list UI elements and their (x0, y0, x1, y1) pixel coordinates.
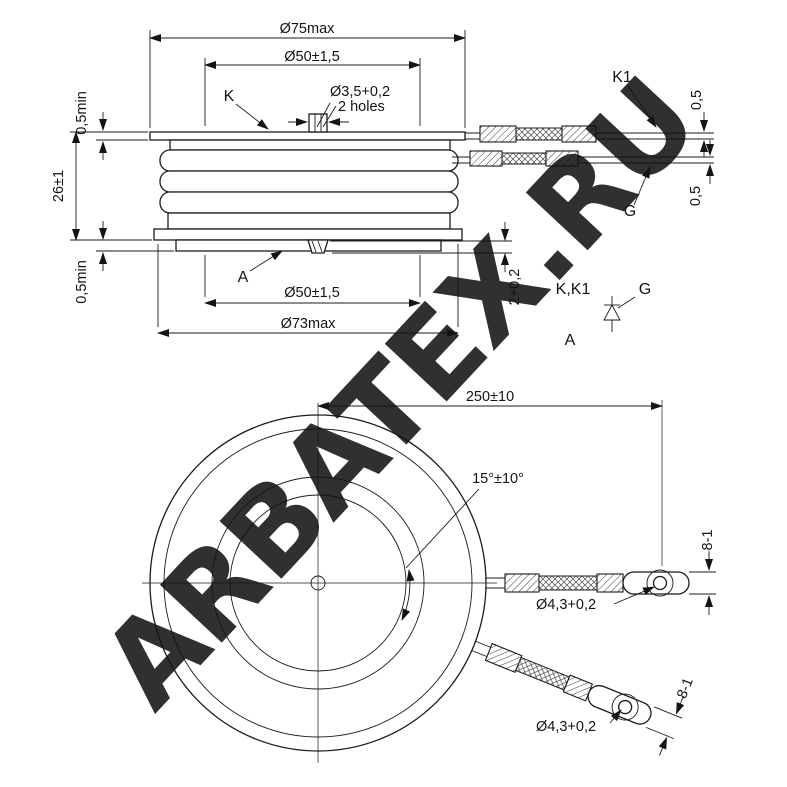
angle-arc (401, 569, 415, 621)
dim-d73max-label: Ø73max (281, 316, 337, 332)
symbol-anode-label: A (565, 332, 576, 349)
height-dim-label: 26±1 (51, 170, 67, 202)
symbol-gate-label: G (639, 281, 651, 298)
anode-label: A (238, 269, 249, 286)
terminal-hole (652, 575, 668, 591)
terminal-width-dim-2-label: 8-1 (674, 676, 697, 701)
braided-wire (515, 656, 570, 691)
hole-diameter-label: Ø3,5+0,2 (330, 84, 390, 100)
holes-count-label: 2 holes (338, 99, 385, 115)
cathode-lead (465, 125, 688, 143)
crimp-ferrule (504, 573, 540, 593)
k1-label: K1 (612, 69, 632, 86)
lead-thickness-top-label: 0,5 (689, 90, 705, 110)
gate-label: G (624, 203, 636, 220)
stud-height-label: 2+0,2 (507, 269, 523, 306)
dim-d50-top-label: Ø50±1,5 (284, 49, 340, 65)
length-dim-label: 250±10 (466, 389, 514, 405)
plan-view: 250±10 8-1 Ø4,3+0,2 (142, 389, 716, 763)
crimp-ferrule (469, 150, 503, 167)
dim-d75max-label: Ø75max (280, 21, 336, 37)
thyristor-triangle (603, 304, 621, 321)
gap-top-dim-label: 0,5min (74, 91, 90, 135)
gap-bottom-dim-label: 0,5min (74, 260, 90, 304)
angle-dim-label: 15°±10° (472, 471, 524, 487)
crimp-ferrule (479, 125, 517, 143)
side-view-dimensions (70, 30, 714, 337)
flexible-lead-horizontal (486, 551, 716, 615)
side-view: Ø75max Ø50±1,5 Ø3,5+0,2 2 holes K 0,5min… (51, 21, 714, 337)
terminal-hole (617, 699, 633, 715)
crimp-ferrule (596, 573, 624, 593)
crimp-ferrule (545, 150, 579, 167)
symbol-cathode-label: K,K1 (556, 281, 591, 298)
cathode-label: K (224, 88, 235, 105)
braided-wire (538, 575, 598, 591)
circuit-symbol: K,K1 G A (556, 281, 652, 349)
terminal-hole-dim-1-label: Ø4,3+0,2 (536, 597, 596, 613)
lead-thickness-bottom-label: 0,5 (688, 186, 704, 206)
dim-d50-bottom-label: Ø50±1,5 (284, 285, 340, 301)
gate-lead (452, 150, 688, 167)
flexible-lead-angled: 8-1 (471, 640, 697, 756)
crimp-ferrule (561, 125, 597, 143)
device-body (149, 113, 466, 254)
terminal-hole-dim-2-label: Ø4,3+0,2 (536, 719, 596, 735)
terminal-width-dim-1-label: 8-1 (700, 530, 716, 551)
